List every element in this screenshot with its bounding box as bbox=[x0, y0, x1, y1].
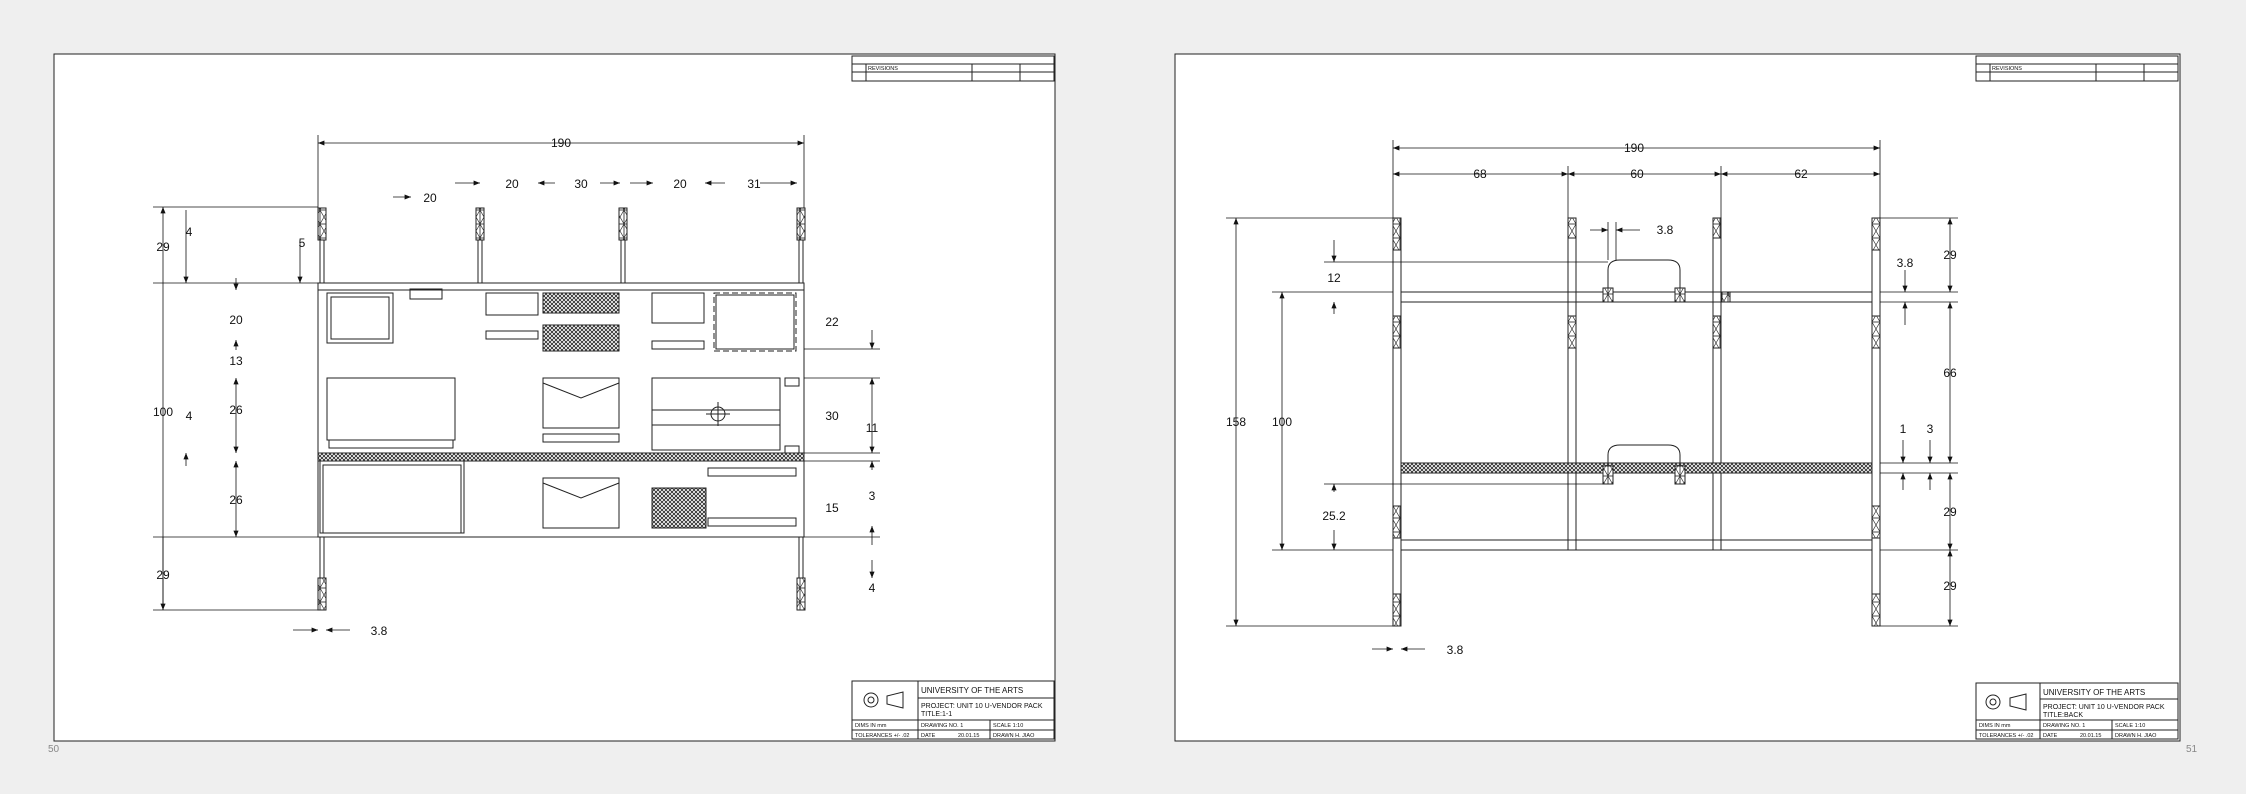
title-drawn-left: DRAWN H. JIAO bbox=[993, 733, 1035, 739]
title-org-right: UNIVERSITY OF THE ARTS bbox=[2043, 688, 2145, 697]
dim-back-overall: 190 bbox=[1624, 141, 1644, 155]
sheet-frame-left bbox=[53, 53, 1056, 742]
title-org-left: UNIVERSITY OF THE ARTS bbox=[921, 686, 1023, 695]
dim-d2: 20 bbox=[505, 177, 519, 191]
back-dimension-lines bbox=[1226, 140, 1958, 652]
dim-overall-width: 190 bbox=[551, 136, 571, 150]
front-view-drawing bbox=[317, 207, 806, 611]
dim-d1: 20 bbox=[423, 191, 437, 205]
title-date-label-right: DATE bbox=[2043, 733, 2058, 739]
dim-back-l-12: 12 bbox=[1327, 271, 1341, 285]
title-date-label-left: DATE bbox=[921, 733, 936, 739]
revisions-label-right: REVISIONS bbox=[1992, 66, 2022, 72]
dim-back-bottom: 3.8 bbox=[1447, 643, 1464, 657]
front-dimension-labels: 190 20 20 30 20 31 4 29 5 20 13 100 4 26… bbox=[153, 136, 879, 638]
dim-r-22: 22 bbox=[825, 315, 839, 329]
dim-r-11: 11 bbox=[866, 421, 879, 435]
dim-bottom-3-8: 3.8 bbox=[371, 624, 388, 638]
dim-back-r-29a: 29 bbox=[1943, 248, 1957, 262]
dim-back-r-66: 66 bbox=[1943, 366, 1957, 380]
revisions-label-left: REVISIONS bbox=[868, 66, 898, 72]
dim-back-d3: 62 bbox=[1794, 167, 1808, 181]
drawing-sheet-right bbox=[1175, 54, 2180, 741]
dim-back-d2: 60 bbox=[1630, 167, 1644, 181]
dim-back-l-100: 100 bbox=[1272, 415, 1292, 429]
dim-back-r-29c: 29 bbox=[1943, 579, 1957, 593]
front-dimension-lines bbox=[153, 135, 880, 633]
title-tolerances-right: TOLERANCES +/- .02 bbox=[1979, 733, 2033, 739]
title-drawn-right: DRAWN H. JIAO bbox=[2115, 733, 2157, 739]
dim-l-29a: 29 bbox=[156, 240, 170, 254]
dim-back-r-29b: 29 bbox=[1943, 505, 1957, 519]
title-tolerances-left: TOLERANCES +/- .02 bbox=[855, 733, 909, 739]
dim-d4: 20 bbox=[673, 177, 687, 191]
page-number-left: 50 bbox=[48, 744, 60, 755]
back-dimension-labels: 190 68 60 62 3.8 158 100 12 25.2 29 3.8 … bbox=[1226, 141, 1957, 657]
dim-d5: 31 bbox=[747, 177, 761, 191]
dim-r-30: 30 bbox=[825, 409, 839, 423]
title-drawingno-right: DRAWING NO. 1 bbox=[2043, 723, 2085, 729]
page-number-right: 51 bbox=[2186, 744, 2198, 755]
title-project-left: PROJECT: UNIT 10 U-VENDOR PACK bbox=[921, 703, 1043, 710]
dim-back-l-25: 25.2 bbox=[1322, 509, 1346, 523]
dim-back-r-1: 1 bbox=[1900, 422, 1907, 436]
dim-l-13: 13 bbox=[229, 354, 243, 368]
title-scale-right: SCALE 1:10 bbox=[2115, 723, 2145, 729]
dim-r-3: 3 bbox=[869, 489, 876, 503]
dim-l-26a: 26 bbox=[229, 403, 243, 417]
dim-l-26b: 26 bbox=[229, 493, 243, 507]
dim-back-l-158: 158 bbox=[1226, 415, 1246, 429]
dim-back-handle: 3.8 bbox=[1657, 223, 1674, 237]
back-view-drawing bbox=[1392, 217, 1881, 627]
dim-l-4a: 4 bbox=[186, 225, 193, 239]
dim-l-29b: 29 bbox=[156, 568, 170, 582]
dim-back-r-3-8: 3.8 bbox=[1897, 256, 1914, 270]
title-date-left: 20.01.15 bbox=[958, 733, 979, 739]
drawing-sheet-left bbox=[54, 54, 1055, 741]
title-date-right: 20.01.15 bbox=[2080, 733, 2101, 739]
dim-l-4b: 4 bbox=[186, 409, 193, 423]
projection-icon-left bbox=[863, 691, 904, 709]
dim-back-d1: 68 bbox=[1473, 167, 1487, 181]
title-dims-left: DIMS IN mm bbox=[855, 723, 887, 729]
title-scale-left: SCALE 1:10 bbox=[993, 723, 1023, 729]
dim-r-15: 15 bbox=[825, 501, 839, 515]
title-project-right: PROJECT: UNIT 10 U-VENDOR PACK bbox=[2043, 704, 2165, 711]
dim-l-100: 100 bbox=[153, 405, 173, 419]
dim-l-20: 20 bbox=[229, 313, 243, 327]
dim-r-4: 4 bbox=[869, 581, 876, 595]
title-title-right: TITLE:BACK bbox=[2043, 712, 2083, 719]
dim-back-r-3: 3 bbox=[1927, 422, 1934, 436]
projection-icon-right bbox=[1985, 693, 2027, 711]
dim-d3: 30 bbox=[574, 177, 588, 191]
sheet-frame-right bbox=[1174, 53, 2181, 742]
title-dims-right: DIMS IN mm bbox=[1979, 723, 2011, 729]
dim-l-5: 5 bbox=[299, 236, 306, 250]
title-title-left: TITLE:1-1 bbox=[921, 711, 952, 718]
title-drawingno-left: DRAWING NO. 1 bbox=[921, 723, 963, 729]
